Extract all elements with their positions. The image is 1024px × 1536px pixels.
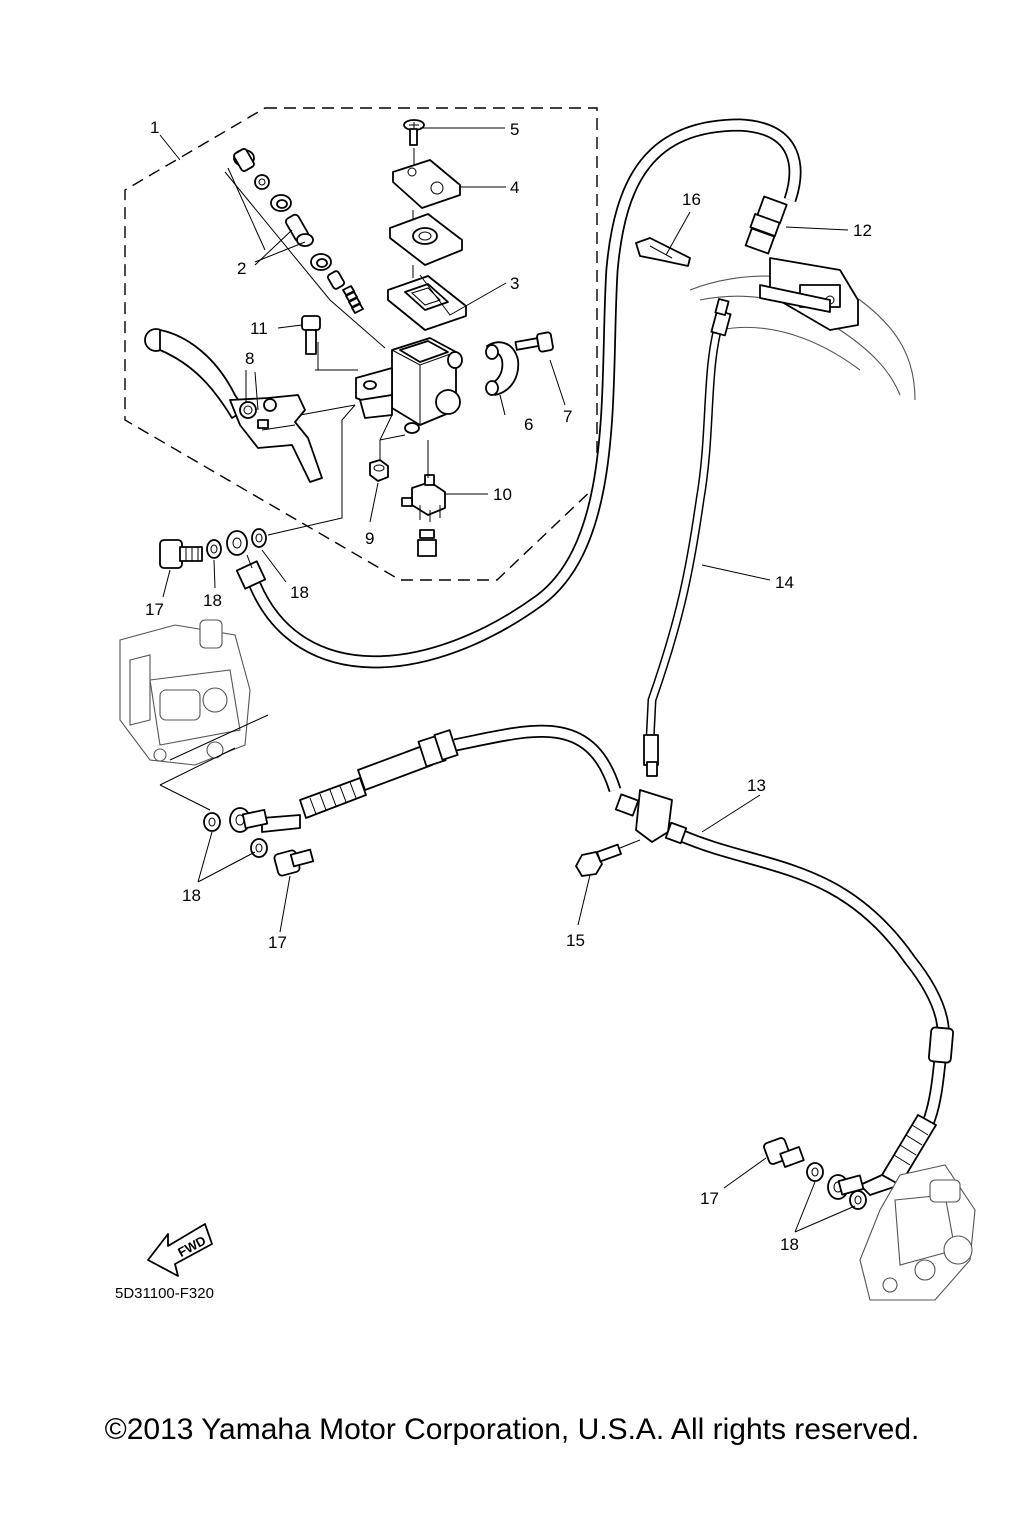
callout-5: 5: [510, 120, 519, 139]
reservoir-cap-4: [392, 159, 461, 209]
banjo-fitting-right: [827, 1174, 865, 1200]
handlebar-frame-bracket: [689, 257, 916, 401]
callout-13: 13: [747, 776, 766, 795]
copyright-notice: ©2013 Yamaha Motor Corporation, U.S.A. A…: [104, 1413, 920, 1446]
callout-17-right: 17: [700, 1189, 719, 1208]
callout-8: 8: [245, 349, 254, 368]
brake-lever-8: [144, 328, 323, 483]
callout-18-left: 18: [182, 886, 201, 905]
hose-13-right-end: [859, 1026, 955, 1196]
callout-18-top-a: 18: [203, 591, 222, 610]
right-brake-caliper: [859, 1164, 976, 1301]
brake-pipe-14: [645, 318, 725, 741]
hose-13: [453, 724, 950, 1165]
washer-18-left-a: [203, 812, 221, 832]
washer-18-right-a: [806, 1162, 824, 1182]
master-cylinder-kit-2: [224, 148, 386, 349]
banjo-fitting-top: [226, 530, 267, 590]
washer-18-top-b: [251, 528, 267, 548]
brake-switch-10: [401, 474, 446, 557]
callout-7: 7: [563, 407, 572, 426]
banjo-bolt-17-top: [159, 539, 203, 569]
banjo-bolt-17-right: [763, 1137, 805, 1168]
pipe-14-upper-fitting: [710, 298, 732, 337]
callout-16: 16: [682, 190, 701, 209]
callouts: 1 2 3 4 5 6 7 8 9 10 11 12 13 14 15 16 1…: [145, 118, 872, 1254]
callout-10: 10: [493, 485, 512, 504]
holder-6: [485, 341, 520, 396]
hose-14-loop: [249, 118, 802, 669]
bolt-7: [514, 331, 554, 353]
clamp-16: [635, 237, 691, 267]
callout-17-top: 17: [145, 600, 164, 619]
left-brake-caliper: [119, 619, 251, 766]
diaphragm-plate: [389, 213, 463, 266]
washer-18-right-b: [849, 1190, 867, 1210]
nut-9: [369, 459, 389, 482]
screw-5: [403, 119, 425, 146]
callout-11: 11: [250, 319, 268, 338]
hose-fitting-12: [744, 195, 788, 255]
master-cylinder-body: [299, 337, 463, 441]
callout-2: 2: [237, 259, 246, 278]
drawing-code: 5D31100-F320: [115, 1285, 214, 1302]
diaphragm-3: [387, 275, 467, 331]
leader-lines: [159, 127, 856, 1233]
washer-18-left-b: [250, 838, 268, 858]
banjo-fitting-left-low: [229, 807, 269, 833]
callout-17-left: 17: [268, 933, 287, 952]
callout-18-top-b: 18: [290, 583, 309, 602]
callout-15: 15: [566, 931, 585, 950]
callout-18-right: 18: [780, 1235, 799, 1254]
forward-direction-arrow: FWD: [147, 1223, 213, 1277]
callout-14: 14: [775, 573, 794, 592]
hose-13-left-end: [261, 729, 459, 833]
callout-3: 3: [510, 274, 519, 293]
callout-9: 9: [365, 529, 374, 548]
washer-18-top-a: [206, 539, 222, 559]
bolt-15: [575, 843, 622, 877]
junction-block: [614, 734, 688, 845]
callout-12: 12: [853, 221, 872, 240]
callout-6: 6: [524, 415, 533, 434]
assembly-1-dashed-boundary: [124, 107, 598, 581]
banjo-bolt-17-left: [273, 848, 315, 877]
callout-4: 4: [510, 178, 519, 197]
callout-1: 1: [150, 118, 159, 137]
pivot-bolt-11: [301, 315, 321, 355]
